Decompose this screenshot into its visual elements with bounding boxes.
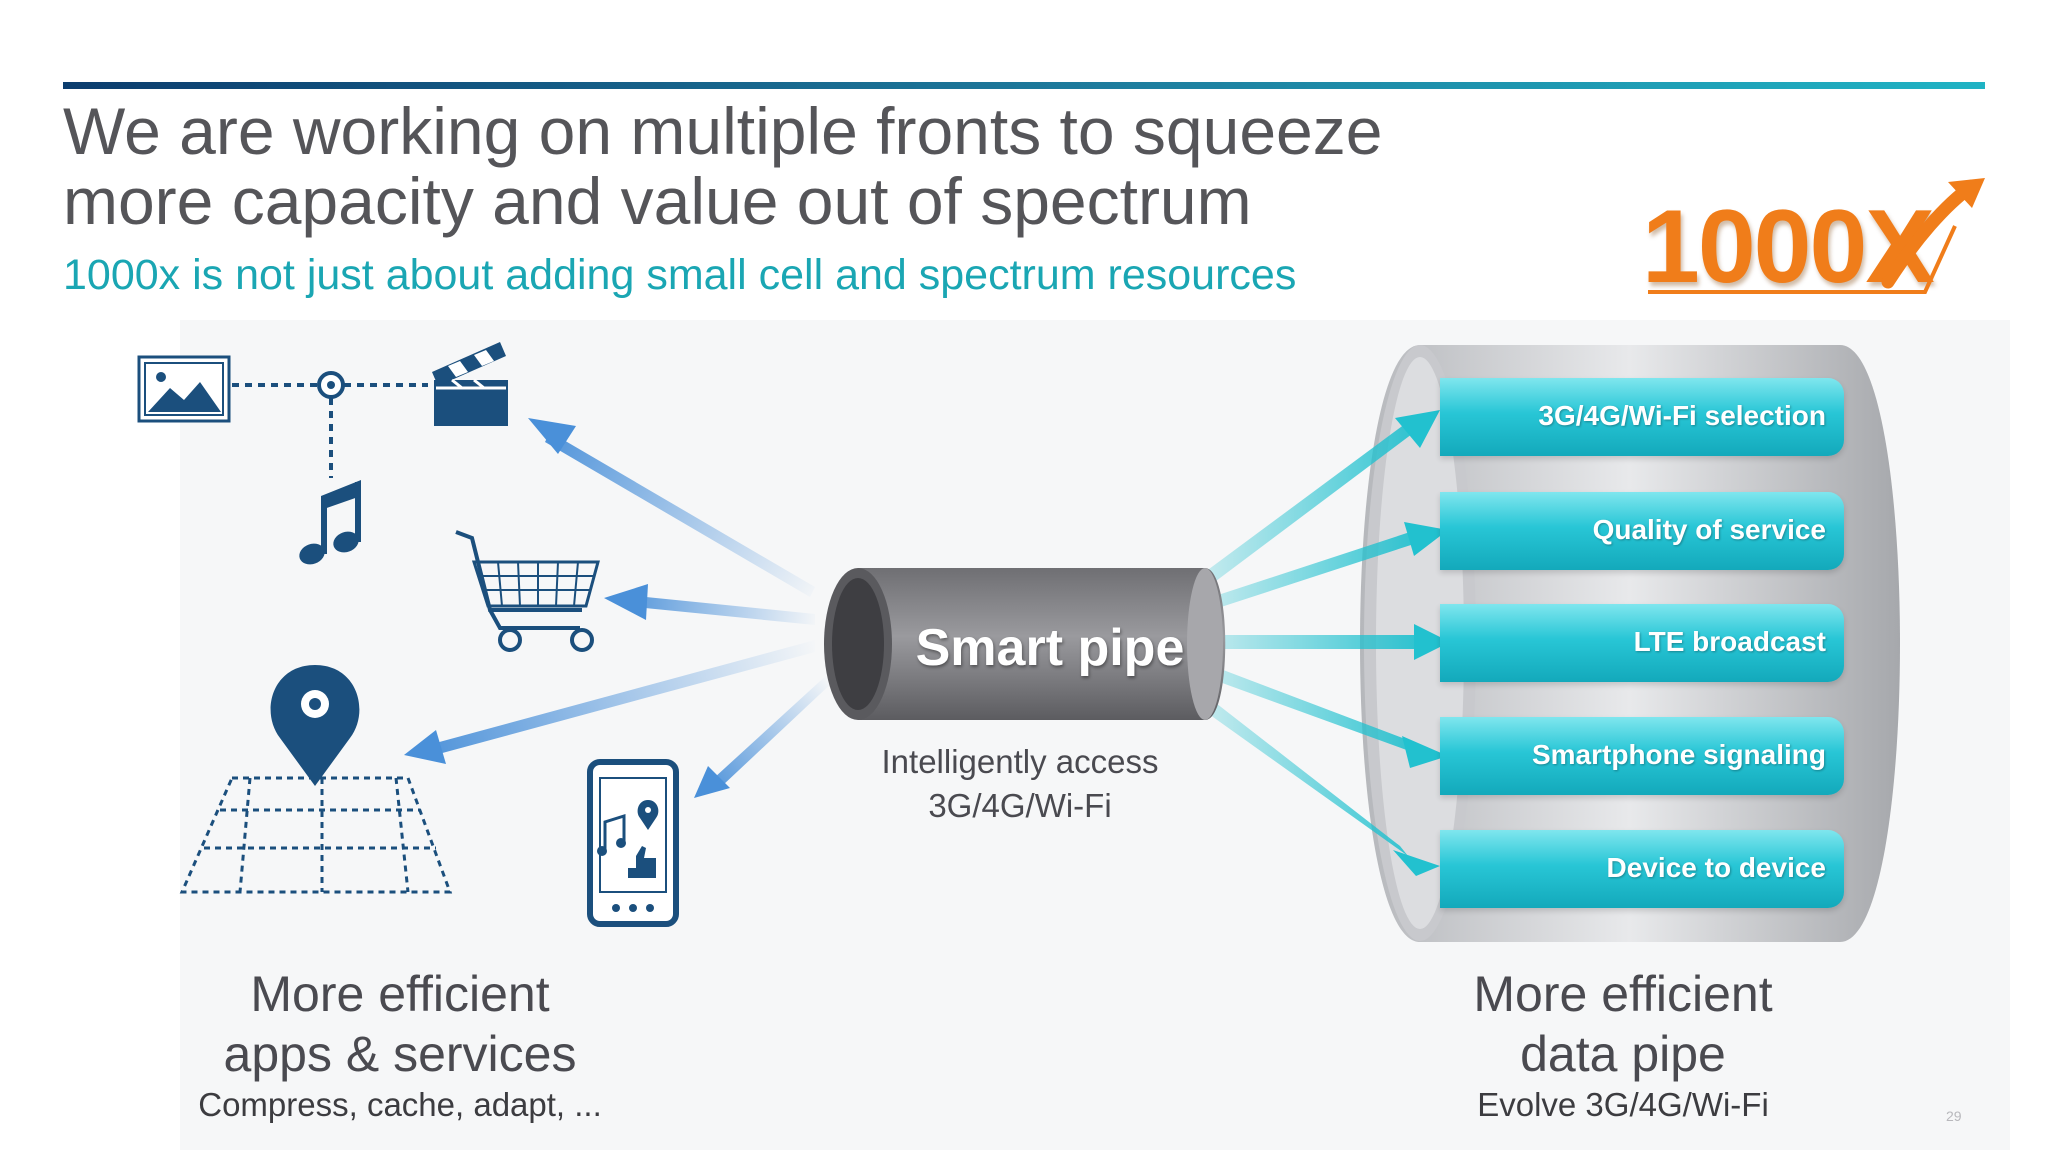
clapperboard-icon bbox=[432, 342, 508, 426]
right-caption-subtitle: Evolve 3G/4G/Wi-Fi bbox=[1477, 1086, 1769, 1123]
tube-label-lte-broadcast: LTE broadcast bbox=[1633, 626, 1826, 657]
right-title-line-1: More efficient bbox=[1473, 966, 1773, 1022]
header-rule bbox=[63, 82, 1985, 89]
arrowhead-right-2 bbox=[1404, 522, 1448, 556]
tube-label-selection: 3G/4G/Wi-Fi selection bbox=[1538, 400, 1826, 431]
pipe-desc-line-2: 3G/4G/Wi-Fi bbox=[928, 787, 1112, 824]
tube-label-smartphone-signaling: Smartphone signaling bbox=[1531, 739, 1826, 770]
pipe-desc-line-1: Intelligently access bbox=[881, 743, 1159, 780]
page-number: 29 bbox=[1946, 1108, 1962, 1124]
tube-2 bbox=[1440, 604, 1844, 682]
logo-arrow bbox=[1648, 178, 1985, 294]
arrowhead-right-5 bbox=[1393, 850, 1440, 876]
tube-0 bbox=[1440, 378, 1844, 456]
tube-label-device-to-device: Device to device bbox=[1606, 852, 1826, 883]
arrowhead-left-3 bbox=[404, 730, 446, 764]
left-title-line-2: apps & services bbox=[223, 1026, 577, 1082]
image-icon bbox=[137, 355, 231, 423]
map-grid bbox=[179, 776, 453, 894]
arrowhead-left-4 bbox=[694, 766, 730, 798]
tube-4 bbox=[1440, 830, 1844, 908]
arrows-left bbox=[404, 418, 835, 798]
music-note-icon bbox=[299, 480, 361, 565]
right-title-line-2: data pipe bbox=[1520, 1026, 1726, 1082]
slide-title: We are working on multiple fronts to squ… bbox=[63, 96, 1563, 236]
left-caption-subtitle: Compress, cache, adapt, ... bbox=[198, 1086, 602, 1123]
smart-pipe bbox=[824, 568, 1226, 720]
tube-3 bbox=[1440, 717, 1844, 795]
arrowhead-left-2 bbox=[604, 584, 648, 620]
smart-pipe-label: Smart pipe bbox=[915, 619, 1185, 677]
arrowhead-left-1 bbox=[528, 418, 576, 454]
arrowhead-right-3 bbox=[1414, 624, 1450, 660]
tube-1 bbox=[1440, 492, 1844, 570]
slide-subtitle: 1000x is not just about adding small cel… bbox=[63, 251, 1297, 299]
title-line-2: more capacity and value out of spectrum bbox=[63, 164, 1252, 238]
smartphone-icon bbox=[587, 759, 679, 927]
left-title-line-1: More efficient bbox=[250, 966, 550, 1022]
shopping-cart-icon bbox=[455, 530, 600, 652]
smart-pipe-description: Intelligently access 3G/4G/Wi-Fi bbox=[840, 740, 1200, 828]
connector-lines bbox=[232, 383, 428, 478]
tube-label-qos: Quality of service bbox=[1592, 514, 1826, 545]
arrowhead-right-4 bbox=[1402, 736, 1448, 768]
title-line-1: We are working on multiple fronts to squ… bbox=[63, 94, 1383, 168]
arrowhead-right-1 bbox=[1395, 410, 1440, 448]
arrows-right bbox=[1205, 410, 1450, 876]
left-caption-title: More efficient apps & services bbox=[150, 964, 650, 1084]
map-pin-icon bbox=[270, 665, 360, 786]
node-icon bbox=[317, 371, 345, 399]
right-caption-title: More efficient data pipe bbox=[1373, 964, 1873, 1084]
